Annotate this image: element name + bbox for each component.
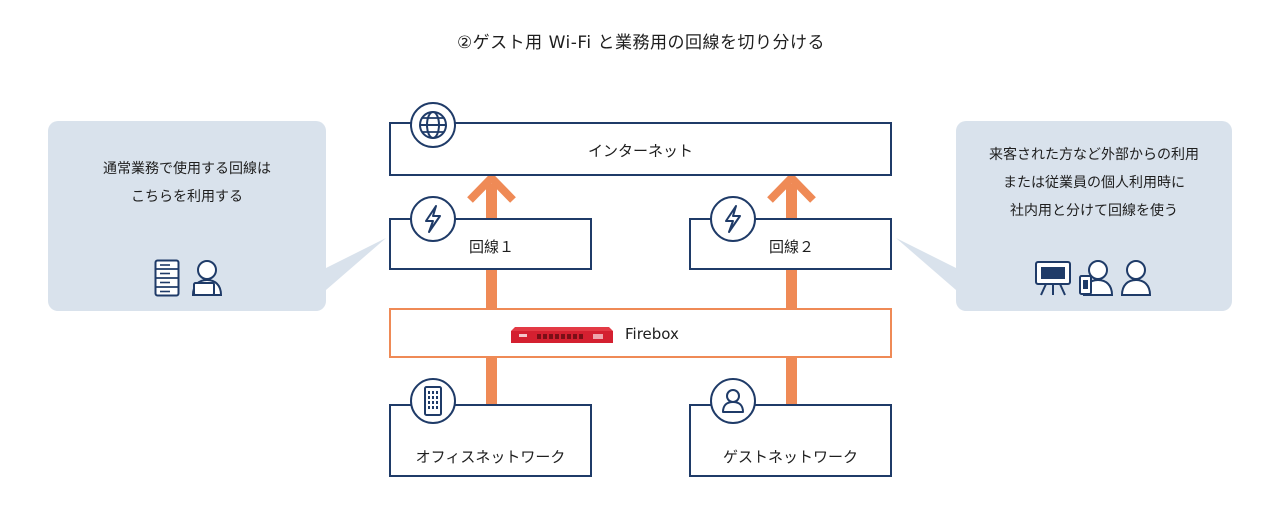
user-with-laptop-icon <box>190 259 226 297</box>
right-callout-tail <box>896 238 956 290</box>
right-callout: 来客された方など外部からの利用 または従業員の個人利用時に 社内用と分けて回線を… <box>956 121 1232 311</box>
arrow-firebox-to-line1 <box>486 270 497 308</box>
right-callout-text: 来客された方など外部からの利用 または従業員の個人利用時に 社内用と分けて回線を… <box>989 147 1199 219</box>
office-network-label: オフィスネットワーク <box>415 448 566 466</box>
guest-user-icon <box>710 378 756 424</box>
firebox-node: Firebox <box>389 308 892 358</box>
diagram-title: ②ゲスト用 Wi-Fi と業務用の回線を切り分ける <box>456 33 826 53</box>
left-callout: 通常業務で使用する回線は こちらを利用する <box>48 121 326 311</box>
left-callout-text: 通常業務で使用する回線は こちらを利用する <box>103 161 271 205</box>
arrow-guest-to-firebox <box>786 358 797 404</box>
arrow-office-to-firebox <box>486 358 497 404</box>
office-network-node: オフィスネットワーク <box>389 404 592 477</box>
firebox-label: Firebox <box>625 325 679 343</box>
user-with-phone-icon <box>1078 259 1114 297</box>
kiosk-display-icon <box>1034 259 1072 297</box>
arrow-line1-to-internet <box>467 172 516 218</box>
user-icon <box>1119 259 1153 297</box>
arrow-firebox-to-line2 <box>786 270 797 308</box>
guest-network-label: ゲストネットワーク <box>722 448 858 466</box>
internet-label: インターネット <box>587 142 693 160</box>
line2-label: 回線２ <box>769 238 815 256</box>
internet-node: インターネット <box>389 122 892 176</box>
firewall-appliance-icon <box>511 323 613 345</box>
building-icon <box>410 378 456 424</box>
arrow-line2-to-internet <box>767 172 816 218</box>
line1-label: 回線１ <box>469 238 515 256</box>
server-rack-icon <box>154 259 180 297</box>
globe-icon <box>410 102 456 148</box>
lightning-icon <box>410 196 456 242</box>
left-callout-tail <box>326 238 386 290</box>
lightning-icon <box>710 196 756 242</box>
